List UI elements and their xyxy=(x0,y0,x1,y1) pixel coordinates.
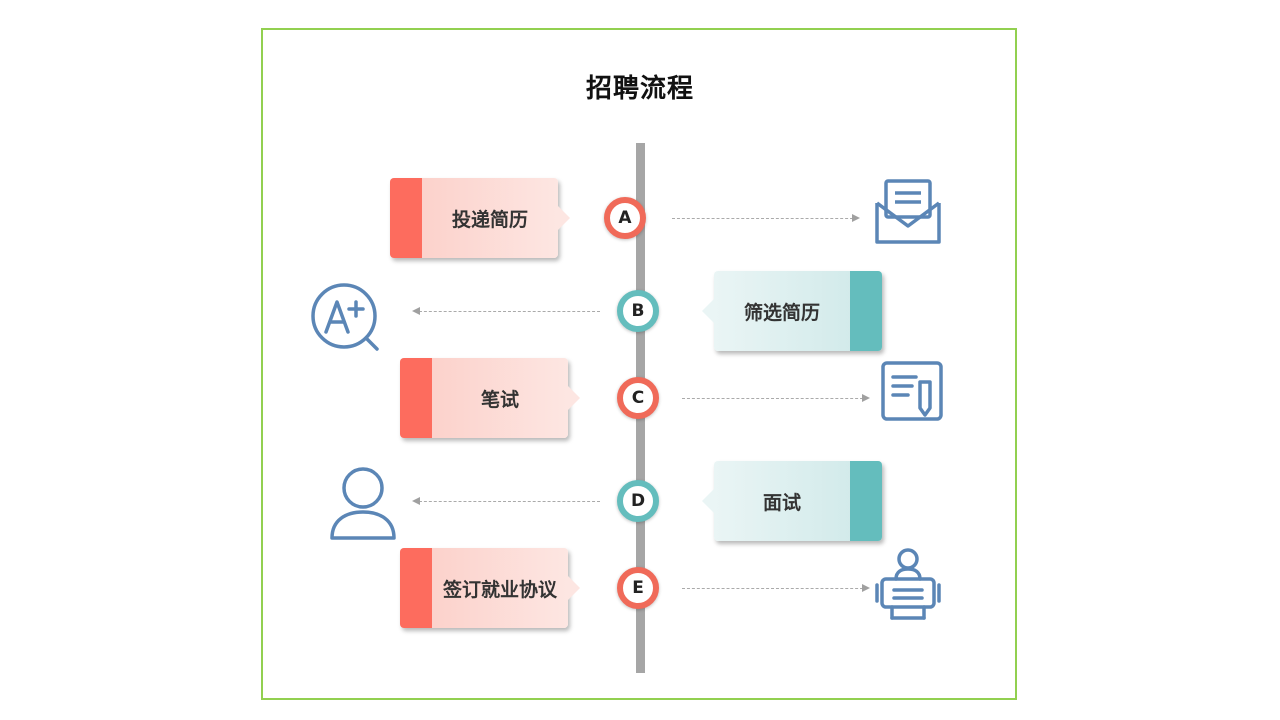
grade-search-icon xyxy=(310,282,382,352)
step-b-node: B xyxy=(617,290,659,332)
diagram-frame xyxy=(261,28,1017,700)
step-d-label: 面试 xyxy=(762,491,801,514)
envelope-icon xyxy=(874,178,942,246)
document-pencil-icon xyxy=(880,360,946,424)
step-c-card: 笔试 xyxy=(400,358,580,438)
step-e-arrow xyxy=(682,584,870,592)
step-a-card: 投递简历 xyxy=(390,178,570,258)
step-e-node: E xyxy=(617,567,659,609)
step-a-pointer xyxy=(558,206,570,230)
step-c-arrow xyxy=(682,394,870,402)
step-b-arrow xyxy=(412,307,600,315)
step-b-label: 筛选简历 xyxy=(743,301,820,324)
step-e-accent xyxy=(400,548,432,628)
step-b-accent xyxy=(850,271,882,351)
user-icon xyxy=(328,466,398,542)
step-b-card: 筛选简历 xyxy=(702,271,882,351)
step-c-accent xyxy=(400,358,432,438)
step-d-card: 面试 xyxy=(702,461,882,541)
step-a-accent xyxy=(390,178,422,258)
step-c-pointer xyxy=(568,386,580,410)
step-d-accent xyxy=(850,461,882,541)
step-b-pointer xyxy=(702,299,714,323)
person-desk-icon xyxy=(874,548,942,622)
step-a-label: 投递简历 xyxy=(451,208,528,231)
step-a-node: A xyxy=(604,197,646,239)
step-d-arrow xyxy=(412,497,600,505)
step-c-label: 笔试 xyxy=(480,388,519,411)
step-c-node: C xyxy=(617,377,659,419)
step-e-card: 签订就业协议 xyxy=(400,548,580,628)
step-d-node: D xyxy=(617,480,659,522)
step-e-label: 签订就业协议 xyxy=(442,578,557,601)
step-d-pointer xyxy=(702,489,714,513)
step-a-arrow xyxy=(672,214,860,222)
diagram-title: 招聘流程 xyxy=(585,74,694,104)
step-e-pointer xyxy=(568,576,580,600)
